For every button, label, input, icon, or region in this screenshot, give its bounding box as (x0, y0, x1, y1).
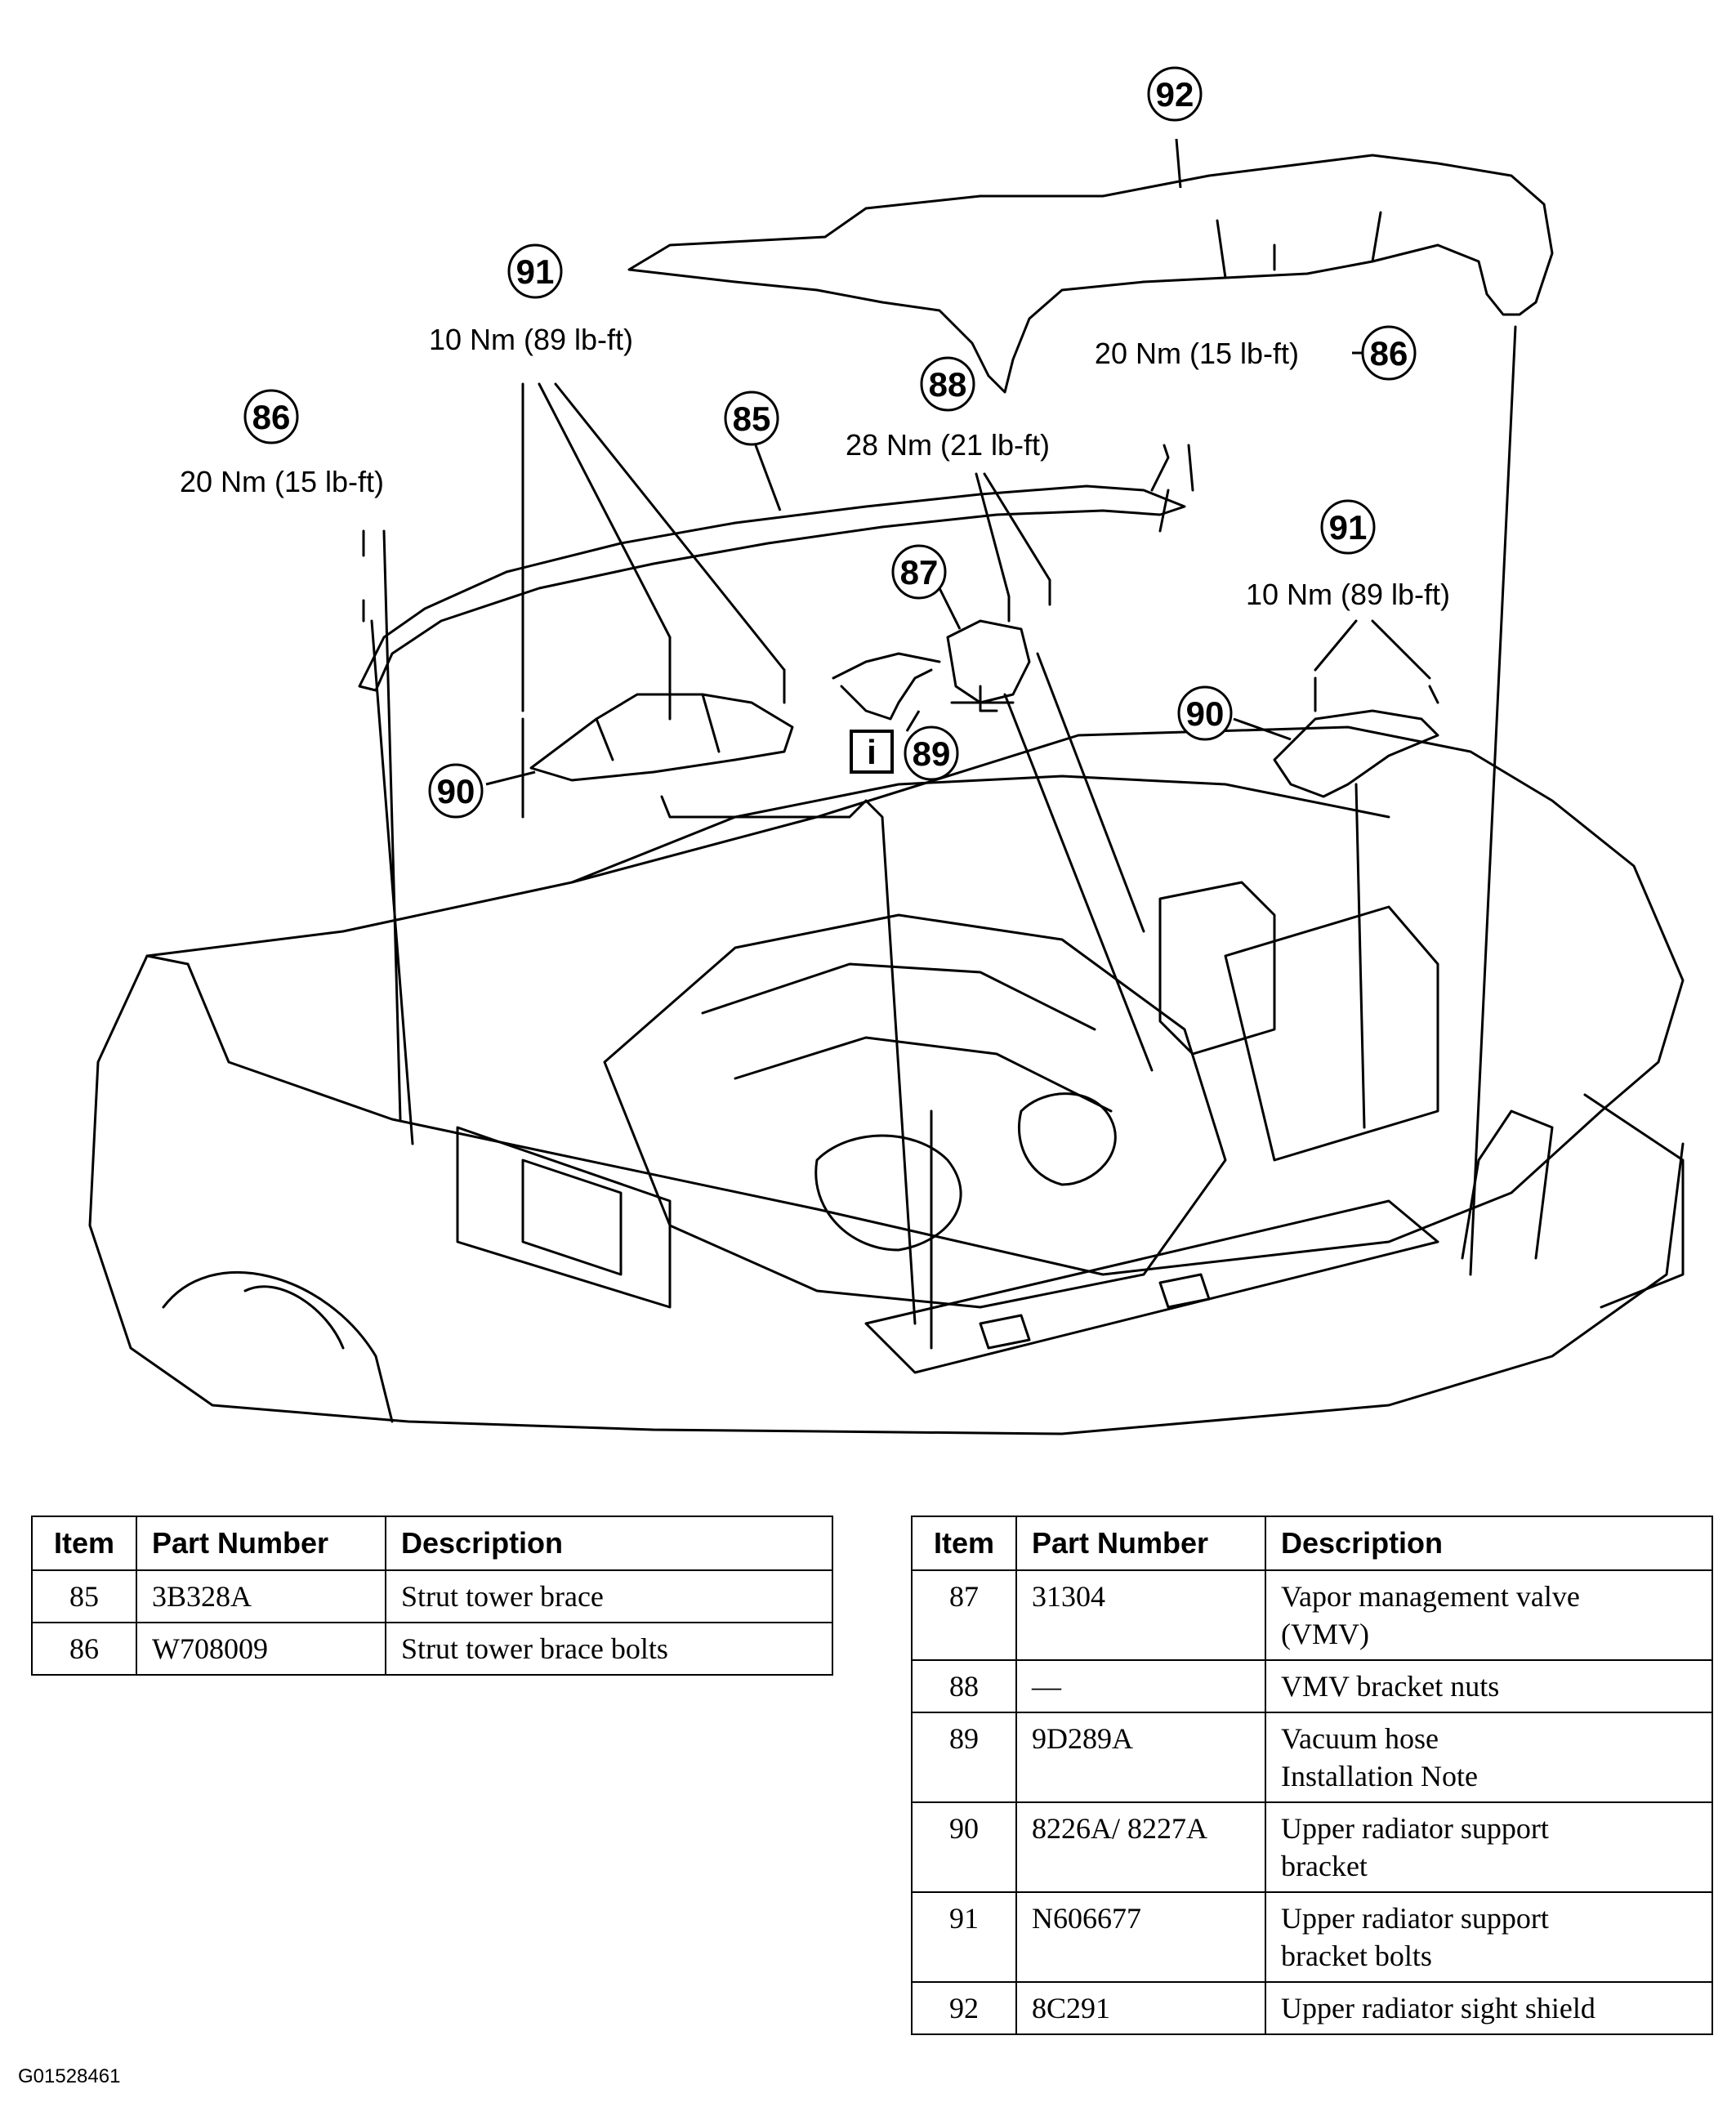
description-line: Upper radiator support (1281, 1812, 1549, 1845)
svg-text:20 Nm (15 lb-ft): 20 Nm (15 lb-ft) (1095, 337, 1299, 370)
callout-91-right: 91 10 Nm (89 lb-ft) (1246, 499, 1450, 611)
table-row: 88— VMV bracket nuts (911, 1659, 1713, 1713)
description-line: (VMV) (1281, 1618, 1369, 1650)
part-number-cell: 8226A/ 8227A (1015, 1801, 1266, 1893)
description-line: Vacuum hose (1281, 1722, 1439, 1755)
description-line: Strut tower brace bolts (401, 1632, 668, 1665)
callout-86-left: 86 20 Nm (15 lb-ft) (180, 389, 384, 498)
description-cell: VMV bracket nuts (1265, 1659, 1713, 1713)
description-line: Installation Note (1281, 1760, 1478, 1792)
svg-text:87: 87 (900, 553, 939, 591)
sight-shield-part (627, 154, 1554, 394)
part-number-cell: N606677 (1015, 1891, 1266, 1983)
part-number-cell: 31304 (1015, 1569, 1266, 1661)
description-cell: Strut tower brace (385, 1569, 833, 1623)
radiator-bracket-right-part (1273, 709, 1439, 798)
callout-86-right: 20 Nm (15 lb-ft) 86 (1095, 325, 1417, 381)
description-line: Strut tower brace (401, 1580, 604, 1613)
svg-text:91: 91 (1329, 508, 1368, 547)
item-number-cell: 90 (911, 1801, 1017, 1893)
callout-91-left: 91 10 Nm (89 lb-ft) (429, 243, 633, 356)
column-header-part-number: Part Number (136, 1516, 386, 1571)
description-cell: Strut tower brace bolts (385, 1622, 833, 1676)
callout-85: 85 (724, 391, 782, 511)
callout-89: i 89 (850, 710, 959, 781)
svg-text:86: 86 (1370, 334, 1408, 373)
column-header-description: Description (1265, 1516, 1713, 1571)
part-number-cell: 8C291 (1015, 1981, 1266, 2035)
svg-text:28 Nm (21 lb-ft): 28 Nm (21 lb-ft) (846, 428, 1050, 462)
item-number-cell: 92 (911, 1981, 1017, 2035)
column-header-item: Item (911, 1516, 1017, 1571)
callout-90-right: 90 (1177, 685, 1292, 741)
svg-text:85: 85 (733, 400, 771, 438)
vacuum-hose-part (832, 652, 941, 721)
description-cell: Vapor management valve (VMV) (1265, 1569, 1713, 1661)
part-number-cell: W708009 (136, 1622, 386, 1676)
callout-90-left: 90 (428, 763, 536, 819)
strut-tower-brace-part (358, 484, 1186, 692)
svg-text:10 Nm (89 lb-ft): 10 Nm (89 lb-ft) (429, 323, 633, 356)
radiator-bracket-left-part (529, 693, 794, 782)
description-line: bracket (1281, 1850, 1368, 1882)
table-header-row: Item Part Number Description (911, 1516, 1713, 1571)
column-header-description: Description (385, 1516, 833, 1571)
column-header-item: Item (31, 1516, 137, 1571)
item-number-cell: 91 (911, 1891, 1017, 1983)
part-number-cell: 3B328A (136, 1569, 386, 1623)
callout-88: 88 28 Nm (21 lb-ft) (846, 356, 1050, 462)
column-header-part-number: Part Number (1015, 1516, 1266, 1571)
figure-code: G01528461 (18, 2065, 121, 2087)
item-number-cell: 86 (31, 1622, 137, 1676)
vehicle-body (145, 725, 1685, 1276)
svg-text:86: 86 (252, 398, 291, 436)
item-number-cell: 88 (911, 1659, 1017, 1713)
exploded-engine-diagram: 92 91 10 Nm (89 lb-ft) 86 20 Nm (15 lb-f… (88, 66, 1685, 1435)
item-number-cell: 89 (911, 1712, 1017, 1803)
callout-92: 92 (1147, 66, 1203, 189)
description-cell: Upper radiator sight shield (1265, 1981, 1713, 2035)
table-header-row: Item Part Number Description (31, 1516, 833, 1571)
part-number-cell: 9D289A (1015, 1712, 1266, 1803)
description-cell: Upper radiator support bracket (1265, 1801, 1713, 1893)
svg-text:10 Nm (89 lb-ft): 10 Nm (89 lb-ft) (1246, 578, 1450, 611)
svg-text:88: 88 (929, 365, 967, 404)
callout-87: 87 (891, 544, 962, 630)
description-cell: Upper radiator support bracket bolts (1265, 1891, 1713, 1983)
description-line: bracket bolts (1281, 1940, 1432, 1972)
svg-text:89: 89 (913, 734, 951, 773)
info-icon: i (867, 733, 877, 771)
svg-text:92: 92 (1156, 75, 1194, 114)
svg-text:20 Nm (15 lb-ft): 20 Nm (15 lb-ft) (180, 465, 384, 498)
description-line: Upper radiator support (1281, 1902, 1549, 1935)
item-number-cell: 87 (911, 1569, 1017, 1661)
svg-text:90: 90 (1186, 694, 1225, 733)
svg-text:90: 90 (437, 772, 475, 810)
description-line: Upper radiator sight shield (1281, 1992, 1595, 2024)
part-number-cell: — (1015, 1659, 1266, 1713)
description-line: VMV bracket nuts (1281, 1670, 1500, 1703)
item-number-cell: 85 (31, 1569, 137, 1623)
svg-text:91: 91 (516, 252, 555, 291)
description-line: Vapor management valve (1281, 1580, 1580, 1613)
vapor-valve-part (946, 619, 1031, 704)
